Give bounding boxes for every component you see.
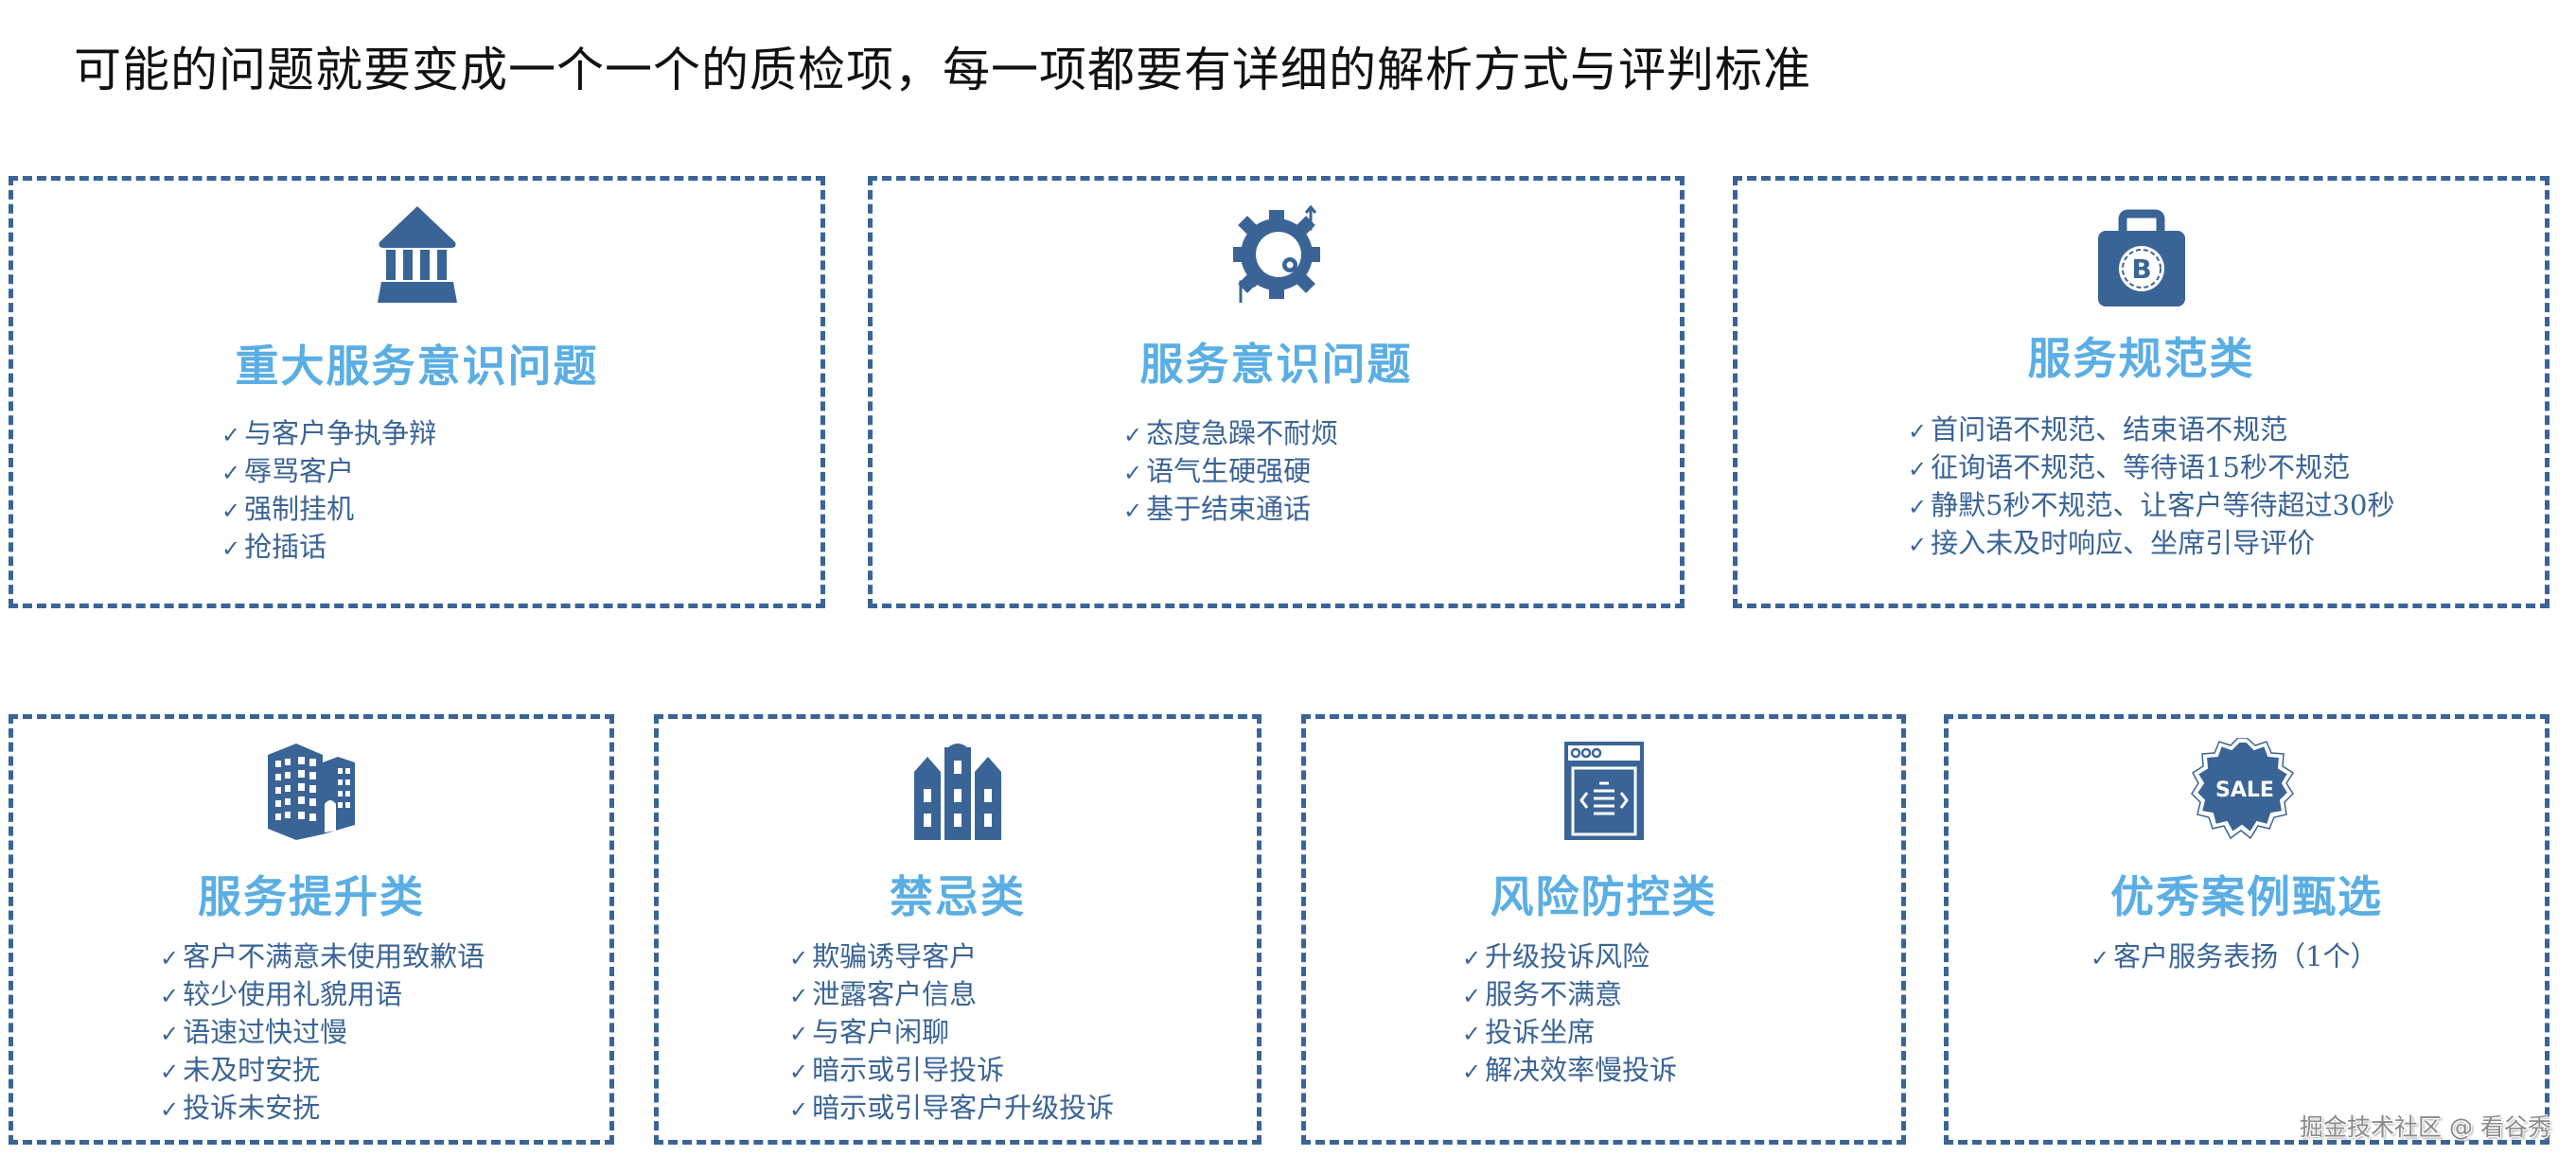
issue-list: ✓欺骗诱导客户 ✓泄露客户信息 ✓与客户闲聊 ✓暗示或引导投诉 ✓暗示或引导客户…: [789, 938, 1114, 1128]
svg-text:B: B: [2131, 254, 2151, 285]
check-icon: ✓: [789, 1021, 809, 1047]
page-title: 可能的问题就要变成一个一个的质检项，每一项都要有详细的解析方式与评判标准: [74, 43, 1811, 97]
list-item: ✓泄露客户信息: [789, 978, 978, 1010]
check-icon: ✓: [221, 460, 241, 486]
bank-icon: [361, 202, 474, 306]
list-item: ✓升级投诉风险: [1462, 940, 1650, 972]
list-item: ✓与客户闲聊: [789, 1016, 950, 1048]
card-heading: 服务意识问题: [1139, 339, 1413, 390]
check-icon: ✓: [160, 1021, 180, 1047]
check-icon: ✓: [1908, 456, 1928, 482]
card-heading: 服务规范类: [2027, 333, 2255, 384]
list-item: ✓未及时安抚: [160, 1054, 321, 1086]
list-item: ✓投诉未安抚: [160, 1092, 321, 1124]
office-buildings-icon: [255, 738, 368, 842]
card-heading: 优秀案例甄选: [2110, 871, 2383, 922]
list-item: ✓辱骂客户: [221, 455, 355, 487]
check-icon: ✓: [1462, 983, 1482, 1009]
check-icon: ✓: [160, 945, 180, 972]
card-heading: 服务提升类: [198, 871, 425, 922]
list-item: ✓欺骗诱导客户: [789, 940, 978, 972]
check-icon: ✓: [221, 422, 241, 448]
card-heading: 风险防控类: [1490, 871, 1718, 922]
list-item: ✓服务不满意: [1462, 978, 1623, 1010]
list-item: ✓解决效率慢投诉: [1462, 1054, 1678, 1086]
list-item: ✓征询语不规范、等待语15秒不规范: [1908, 451, 2351, 483]
list-item: ✓语气生硬强硬: [1123, 455, 1312, 487]
list-item: ✓与客户争执争辩: [221, 417, 437, 449]
issue-list: ✓首问语不规范、结束语不规范 ✓征询语不规范、等待语15秒不规范 ✓静默5秒不规…: [1908, 411, 2394, 563]
check-icon: ✓: [1123, 498, 1143, 524]
issue-list: ✓客户服务表扬（1个）: [2091, 938, 2378, 976]
code-window-icon: [1547, 738, 1661, 842]
list-item: ✓语速过快过慢: [160, 1016, 348, 1048]
issue-list: ✓升级投诉风险 ✓服务不满意 ✓投诉坐席 ✓解决效率慢投诉: [1462, 938, 1677, 1090]
list-item: ✓强制挂机: [221, 493, 355, 525]
bitcoin-briefcase-icon: B: [2085, 206, 2198, 310]
check-icon: ✓: [1908, 532, 1928, 558]
check-icon: ✓: [1462, 1059, 1482, 1085]
card-taboo: 禁忌类 ✓欺骗诱导客户 ✓泄露客户信息 ✓与客户闲聊 ✓暗示或引导投诉 ✓暗示或…: [654, 714, 1262, 1145]
city-buildings-icon: [901, 738, 1015, 842]
sale-badge-icon: SALE: [2190, 738, 2303, 842]
list-item: ✓接入未及时响应、坐席引导评价: [1908, 527, 2316, 559]
list-item: ✓投诉坐席: [1462, 1016, 1596, 1048]
card-excellent-cases: SALE 优秀案例甄选 ✓客户服务表扬（1个）: [1944, 714, 2550, 1145]
check-icon: ✓: [1123, 422, 1143, 448]
issue-list: ✓客户不满意未使用致歉语 ✓较少使用礼貌用语 ✓语速过快过慢 ✓未及时安抚 ✓投…: [160, 938, 485, 1128]
check-icon: ✓: [1462, 945, 1482, 972]
issue-list: ✓与客户争执争辩 ✓辱骂客户 ✓强制挂机 ✓抢插话: [221, 415, 436, 567]
list-item: ✓静默5秒不规范、让客户等待超过30秒: [1908, 489, 2395, 521]
check-icon: ✓: [789, 945, 809, 972]
list-item: ✓态度急躁不耐烦: [1123, 417, 1339, 449]
card-heading: 重大服务意识问题: [235, 341, 599, 392]
check-icon: ✓: [1462, 1021, 1482, 1047]
list-item: ✓基于结束通话: [1123, 493, 1312, 525]
check-icon: ✓: [160, 983, 180, 1009]
list-item: ✓客户不满意未使用致歉语: [160, 940, 485, 972]
check-icon: ✓: [789, 983, 809, 1009]
check-icon: ✓: [221, 498, 241, 524]
list-item: ✓较少使用礼貌用语: [160, 978, 403, 1010]
check-icon: ✓: [1123, 460, 1143, 486]
issue-list: ✓态度急躁不耐烦 ✓语气生硬强硬 ✓基于结束通话: [1123, 415, 1338, 529]
check-icon: ✓: [789, 1059, 809, 1085]
svg-text:SALE: SALE: [2215, 779, 2274, 802]
list-item: ✓暗示或引导投诉: [789, 1054, 1005, 1086]
check-icon: ✓: [160, 1059, 180, 1085]
list-item: ✓首问语不规范、结束语不规范: [1908, 413, 2288, 446]
card-risk-control: 风险防控类 ✓升级投诉风险 ✓服务不满意 ✓投诉坐席 ✓解决效率慢投诉: [1301, 714, 1906, 1145]
list-item: ✓暗示或引导客户升级投诉: [789, 1092, 1115, 1124]
list-item: ✓抢插话: [221, 531, 327, 563]
check-icon: ✓: [1908, 494, 1928, 520]
check-icon: ✓: [160, 1096, 180, 1123]
check-icon: ✓: [789, 1096, 809, 1123]
watermark: 掘金技术社区 @ 看谷秀: [2300, 1113, 2551, 1141]
list-item: ✓客户服务表扬（1个）: [2091, 940, 2378, 972]
card-heading: 禁忌类: [890, 871, 1026, 922]
card-service-standards: B 服务规范类 ✓首问语不规范、结束语不规范 ✓征询语不规范、等待语15秒不规范…: [1733, 176, 2550, 608]
card-major-service-awareness: 重大服务意识问题 ✓与客户争执争辩 ✓辱骂客户 ✓强制挂机 ✓抢插话: [9, 176, 825, 608]
card-service-improvement: 服务提升类 ✓客户不满意未使用致歉语 ✓较少使用礼貌用语 ✓语速过快过慢 ✓未及…: [9, 714, 614, 1145]
check-icon: ✓: [1908, 418, 1928, 445]
gear-arrows-icon: [1220, 202, 1333, 306]
card-service-awareness: 服务意识问题 ✓态度急躁不耐烦 ✓语气生硬强硬 ✓基于结束通话: [868, 176, 1685, 608]
check-icon: ✓: [221, 535, 241, 562]
check-icon: ✓: [2091, 945, 2110, 972]
